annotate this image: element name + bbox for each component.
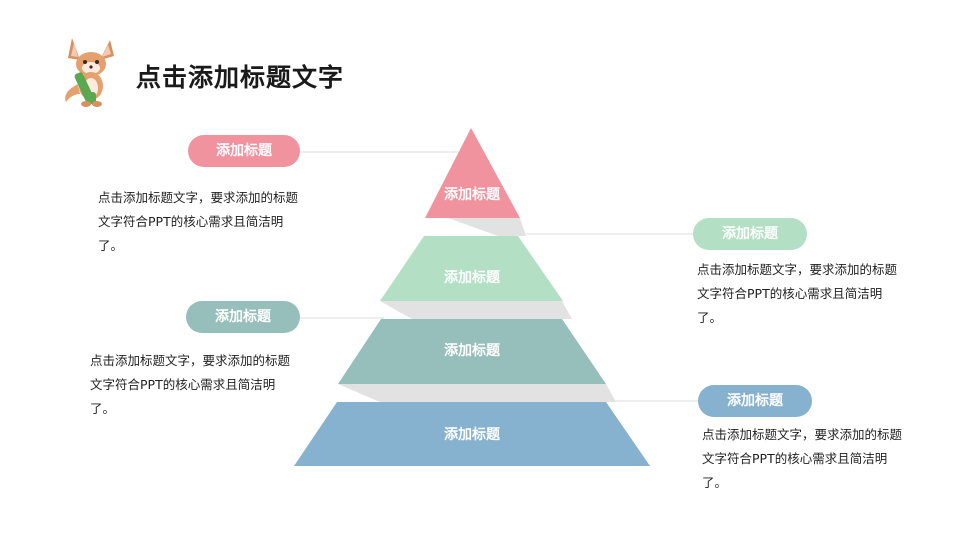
pyramid-layer-2 (380, 236, 563, 301)
callout-title-pill: 添加标题 (693, 218, 807, 250)
pyramid-layer-label: 添加标题 (444, 427, 500, 443)
pyramid-layer-label: 添加标题 (444, 187, 500, 203)
fox-mascot-icon (65, 38, 114, 107)
callout-description: 点击添加标题文字，要求添加的标题文字符合PPT的核心需求且简洁明了。 (98, 190, 299, 253)
pyramid-layer-label: 添加标题 (444, 343, 500, 359)
callout-description: 点击添加标题文字，要求添加的标题文字符合PPT的核心需求且简洁明了。 (90, 353, 291, 416)
tier-connector (380, 301, 572, 319)
pyramid-layer-label: 添加标题 (444, 270, 500, 286)
pyramid-layer-3 (338, 319, 606, 384)
callout-description: 点击添加标题文字，要求添加的标题文字符合PPT的核心需求且简洁明了。 (702, 427, 903, 490)
pyramid-layer-4 (294, 402, 650, 466)
callout-description: 点击添加标题文字，要求添加的标题文字符合PPT的核心需求且简洁明了。 (697, 262, 898, 325)
page-title: 点击添加标题文字 (136, 63, 345, 92)
callout-title-pill: 添加标题 (188, 135, 300, 167)
callout-title-pill: 添加标题 (186, 301, 300, 333)
callout-title-pill: 添加标题 (698, 385, 812, 417)
pyramid-layer-1 (425, 128, 520, 218)
tier-connector (448, 218, 526, 236)
tier-connector (338, 384, 616, 402)
